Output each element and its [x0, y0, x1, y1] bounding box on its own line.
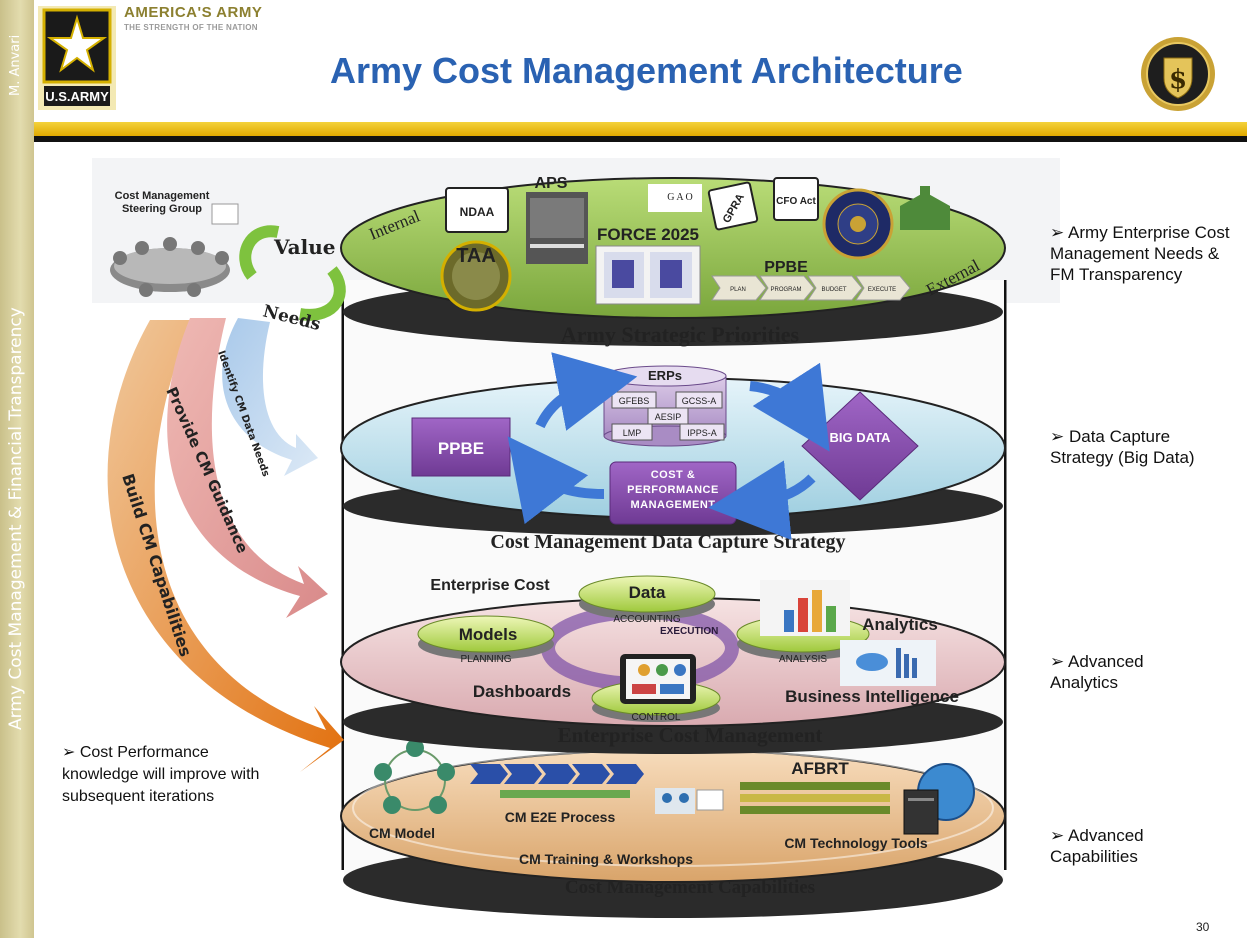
cpm-label: COST & PERFORMANCE MANAGEMENT: [627, 469, 719, 511]
sidebar: M. Anvari Army Cost Management & Financi…: [0, 0, 34, 938]
taa-seal-icon: TAA: [440, 240, 512, 312]
provide-guidance-arrow: [167, 318, 328, 618]
aps-document-icon: [526, 192, 588, 264]
president-seal-icon: [822, 188, 894, 260]
erps-label: ERPs: [648, 368, 682, 383]
server-globe-icon: [903, 763, 975, 835]
capitol-building-icon: [900, 186, 950, 230]
value-needs-cycle-arrow-2: [299, 266, 346, 321]
tools-label: CM Technology Tools: [784, 835, 928, 851]
enterprise-label: Enterprise Cost: [430, 577, 550, 594]
ppbe-steps: PLAN PROGRAM BUDGET EXECUTE: [711, 275, 911, 301]
analysis-label: ANALYSIS: [779, 654, 827, 665]
afbrt-flow-graphic: [740, 782, 890, 814]
ppbe-box-label: PPBE: [438, 439, 484, 458]
training-label: CM Training & Workshops: [519, 851, 693, 867]
brand-line1: AMERICA'S ARMY: [124, 4, 263, 21]
ppbe-box: [411, 417, 511, 477]
dashboards-label: Dashboards: [473, 682, 571, 701]
tier-army-strategic-priorities: Army Strategic Priorities Internal Exter…: [340, 175, 1006, 347]
e2e-process-chevrons: [470, 764, 644, 798]
svg-text:$: $: [1169, 65, 1187, 95]
force-2025-label: FORCE 2025: [597, 225, 699, 244]
workshop-people-icon: [655, 788, 724, 814]
cost-and-economics-seal-icon: $: [1141, 37, 1215, 111]
bi-label: Business Intelligence: [785, 687, 959, 706]
ppbe-step-program: PROGRAM: [770, 287, 801, 293]
note-advanced-analytics: ➢ Advanced Analytics: [1050, 652, 1144, 692]
cfo-act-label: CFO Act: [776, 196, 816, 207]
e2e-label: CM E2E Process: [505, 809, 616, 825]
dashboard-tablet-icon: [620, 654, 696, 704]
erp-item-ipps-a: IPPS-A: [687, 428, 717, 438]
cycle-arrow-1: [535, 352, 638, 431]
force-document-icon: [595, 245, 701, 305]
pie-chart-icon: [840, 640, 936, 686]
tier-cost-management-capabilities: Cost Management Capabilities CM Model CM…: [340, 739, 1006, 918]
note-cost-performance: ➢ Cost Performance knowledge will improv…: [62, 744, 260, 805]
army-logo: U.S.ARMY: [38, 6, 116, 110]
tier2-label: Cost Management Data Capture Strategy: [490, 531, 845, 553]
erp-item-gfebs: GFEBS: [619, 396, 650, 406]
steering-group-label: Cost Management Steering Group: [114, 190, 210, 215]
ndaa-scroll-icon: NDAA: [445, 187, 509, 233]
data-disk: Data ACCOUNTING: [578, 575, 716, 625]
big-data-label: BIG DATA: [830, 430, 892, 445]
gao-label: G A O: [667, 192, 693, 203]
erp-item-lmp: LMP: [623, 428, 642, 438]
ppbe-step-execute: EXECUTE: [868, 287, 896, 293]
cm-model-cycle-icon: [374, 739, 455, 814]
ppbe-step-budget: BUDGET: [821, 287, 846, 293]
tier-enterprise-cost-management: Enterprise Cost Management EXECUTION Dat…: [340, 575, 1006, 754]
tier4-label: Cost Management Capabilities: [565, 877, 815, 898]
brand-line2: THE STRENGTH OF THE NATION: [124, 23, 258, 32]
data-label: Data: [629, 583, 666, 602]
afbrt-label: AFBRT: [791, 759, 849, 778]
taa-label: TAA: [456, 245, 496, 267]
logo-text: U.S.ARMY: [45, 89, 109, 104]
models-disk: Models PLANNING: [417, 615, 555, 665]
value-label: Value: [273, 235, 336, 259]
header-black-rule: [34, 136, 1247, 142]
steering-group-meeting-icon: [110, 203, 239, 297]
erp-item-gcss-a: GCSS-A: [682, 396, 717, 406]
identify-needs-arrow: [222, 318, 318, 476]
ppbe-top-label: PPBE: [764, 259, 808, 276]
cycle-arrow-4: [507, 436, 605, 525]
control-label: CONTROL: [632, 712, 681, 723]
needs-label: Needs: [261, 301, 323, 335]
note-advanced-capabilities: ➢ Advanced Capabilities: [1050, 826, 1144, 866]
execution-label: EXECUTION: [660, 626, 718, 637]
planning-label: PLANNING: [460, 654, 511, 665]
header-gold-rule: [34, 122, 1247, 136]
gpra-scroll-icon: GPRA: [707, 181, 759, 231]
models-label: Models: [459, 625, 518, 644]
cycle-arrow-3: [708, 460, 816, 541]
ndaa-label: NDAA: [460, 205, 495, 219]
tier1-label: Army Strategic Priorities: [561, 322, 800, 347]
tier3-label: Enterprise Cost Management: [558, 723, 823, 747]
page-number: 30: [1196, 920, 1210, 934]
accounting-label: ACCOUNTING: [613, 614, 680, 625]
cylinder-walls: [341, 280, 1007, 870]
note-data-capture: ➢ Data Capture Strategy (Big Data): [1050, 427, 1195, 467]
cm-model-label: CM Model: [369, 825, 435, 841]
note-enterprise-needs: ➢ Army Enterprise Cost Management Needs …: [1050, 223, 1230, 284]
cycle-arrow-2: [749, 362, 830, 452]
cfo-act-scroll-icon: CFO Act: [773, 177, 819, 221]
build-capabilities-arrow: [107, 320, 344, 772]
page-title: Army Cost Management Architecture: [330, 50, 963, 91]
analytics-label: Analytics: [862, 615, 938, 634]
tier-data-capture-strategy: Cost Management Data Capture Strategy PP…: [340, 352, 1006, 553]
value-needs-cycle-arrow-1: [239, 225, 280, 280]
aps-label: APS: [535, 175, 568, 192]
ppbe-step-plan: PLAN: [730, 287, 746, 293]
erp-item-aesip: AESIP: [655, 412, 682, 422]
bar-chart-icon: [760, 580, 850, 636]
gao-logo: G A O: [648, 184, 702, 212]
